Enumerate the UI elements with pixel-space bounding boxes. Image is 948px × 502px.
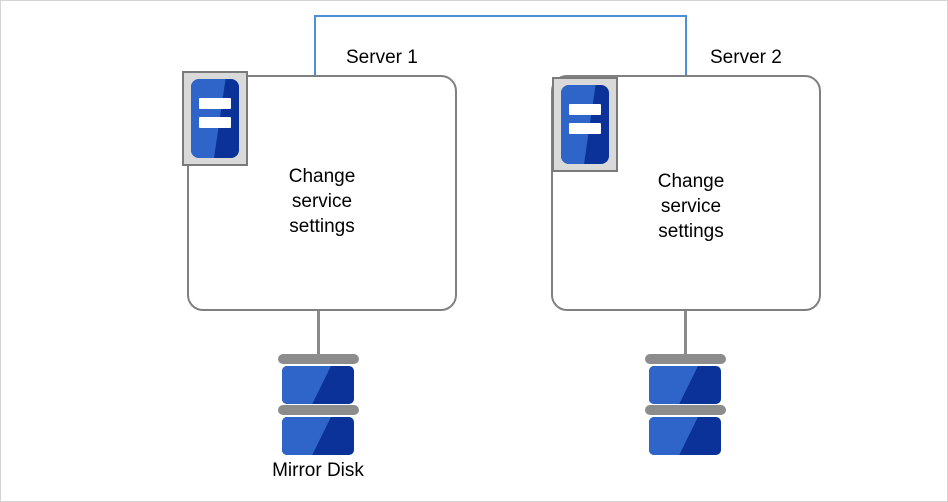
disk-block-upper <box>649 366 721 404</box>
server-1-disk-link <box>317 311 320 359</box>
server-icon <box>182 71 248 166</box>
server-icon-chip <box>561 85 609 164</box>
server-icon-chip <box>191 79 239 158</box>
server-icon-bar-top <box>199 98 231 109</box>
disk-bar-middle <box>278 405 359 415</box>
server-icon-bar-top <box>569 104 601 115</box>
server-icon <box>552 77 618 172</box>
server-2-disk-link <box>684 311 687 359</box>
server-2-label: Server 2 <box>710 47 782 68</box>
mirror-disk-label: Mirror Disk <box>272 460 364 481</box>
disk-block-lower <box>649 417 721 455</box>
disk-bar-top <box>645 354 726 364</box>
server-1-body-text: Change service settings <box>288 166 356 237</box>
server-1-label: Server 1 <box>346 47 418 68</box>
server-icon-bar-bottom <box>569 123 601 134</box>
server-interconnect-line <box>314 15 687 77</box>
server-2-body-text: Change service settings <box>657 171 725 242</box>
disk-bar-top <box>278 354 359 364</box>
server-icon-bar-bottom <box>199 117 231 128</box>
disk-bar-middle <box>645 405 726 415</box>
disk-block-upper <box>282 366 354 404</box>
disk-block-lower <box>282 417 354 455</box>
